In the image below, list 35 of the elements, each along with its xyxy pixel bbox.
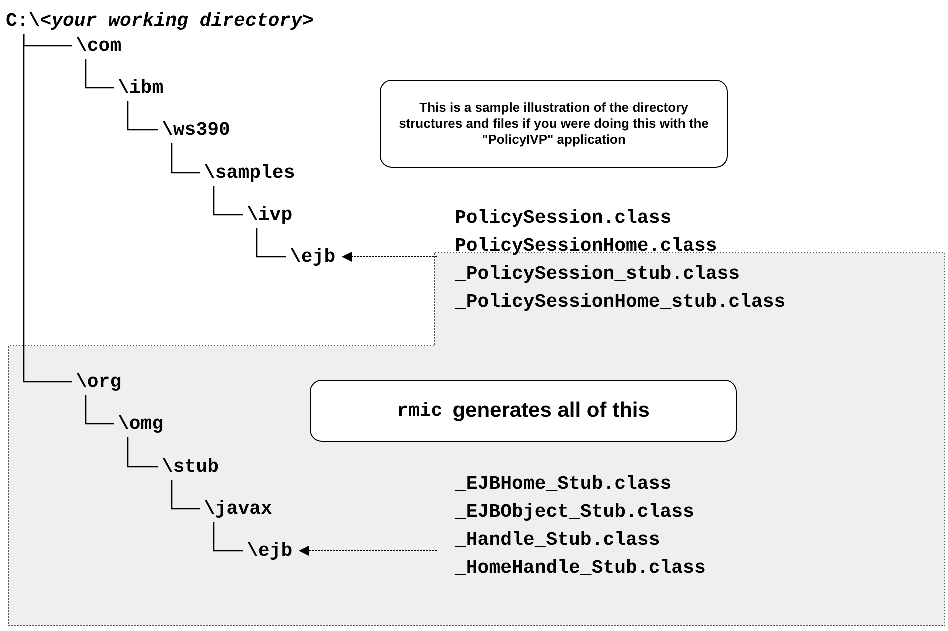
tree-line — [171, 143, 200, 174]
folder-name: \org — [76, 371, 122, 393]
folder-name: \ejb — [290, 246, 336, 268]
root-path: C:\<your working directory> — [6, 10, 314, 32]
file-name: _EJBObject_Stub.class — [455, 500, 696, 525]
folder-name: \omg — [118, 413, 164, 435]
tree-line — [127, 437, 158, 468]
tree-line — [127, 101, 158, 131]
tree-line — [213, 522, 243, 552]
tree-line — [23, 34, 72, 383]
folder-name: \javax — [204, 498, 272, 520]
file-name: _EJBHome_Stub.class — [455, 472, 673, 497]
arrow — [298, 546, 438, 556]
tree-line — [85, 395, 114, 425]
file-name: _HomeHandle_Stub.class — [455, 556, 706, 581]
note-text: This is a sample illustration of the directory structures and files if you were doing this with the "PolicyIVP" application — [398, 100, 710, 148]
folder-name: \stub — [162, 456, 220, 478]
tree-line — [171, 480, 200, 510]
file-name: _PolicySessionHome_stub.class — [455, 290, 786, 315]
file-name: _Handle_Stub.class — [455, 528, 662, 553]
folder-name: \ws390 — [162, 119, 230, 141]
tree-line — [85, 59, 114, 89]
folder-name: \samples — [204, 162, 296, 184]
file-name: PolicySession.class — [455, 206, 673, 231]
folder-name: \ibm — [118, 77, 164, 99]
arrow — [342, 252, 438, 262]
command-name: rmic — [397, 400, 443, 422]
folder-name: \ivp — [247, 204, 293, 226]
folder-name: \ejb — [247, 540, 293, 562]
tree-line — [256, 228, 286, 258]
note-text: generates all of this — [452, 398, 650, 424]
folder-name: \com — [76, 35, 122, 57]
file-name: _PolicySession_stub.class — [455, 262, 742, 287]
tree-line — [213, 186, 243, 216]
file-name: PolicySessionHome.class — [455, 234, 718, 259]
